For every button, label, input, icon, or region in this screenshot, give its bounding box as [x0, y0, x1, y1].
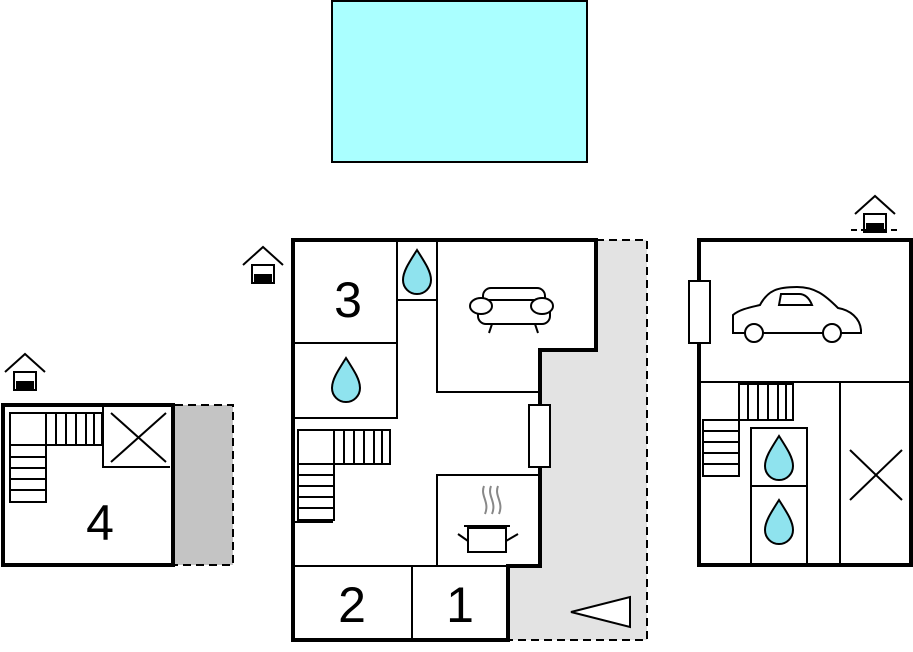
sofa-icon — [469, 287, 554, 334]
room-number-3: 3 — [334, 272, 362, 328]
interior-walls — [293, 240, 540, 640]
stairs-icon — [9, 412, 103, 503]
bathroom-icon — [764, 499, 794, 545]
main-house-walls — [291, 238, 598, 642]
entrance-icon — [4, 353, 46, 391]
terrace-main — [508, 240, 647, 640]
room-number-1: 1 — [446, 577, 474, 633]
kitchen-icon — [457, 485, 519, 553]
window-icon — [688, 280, 711, 344]
stairs-icon — [702, 383, 794, 477]
entrance-icon — [851, 195, 900, 233]
window-icon — [528, 404, 551, 468]
garage-building — [688, 195, 913, 567]
bathroom-icon — [331, 357, 361, 403]
terrace-left-outline — [175, 404, 234, 566]
terrace-main-outline — [508, 239, 648, 641]
void-icon — [102, 407, 170, 468]
car-icon — [732, 285, 862, 343]
bathroom-icon — [402, 249, 432, 295]
stairs-icon — [297, 429, 391, 521]
void-icon — [849, 449, 903, 501]
room-number-2: 2 — [338, 577, 366, 633]
bathroom-icon — [764, 435, 794, 481]
terrace-icon — [570, 595, 631, 629]
annex-building: 4 — [1, 353, 234, 567]
terrace-left — [175, 405, 233, 565]
annex-walls — [1, 403, 175, 567]
pool — [331, 0, 588, 163]
main-house: 3 2 1 — [242, 238, 648, 642]
room-number-4: 4 — [86, 495, 114, 551]
entrance-icon — [242, 246, 284, 284]
